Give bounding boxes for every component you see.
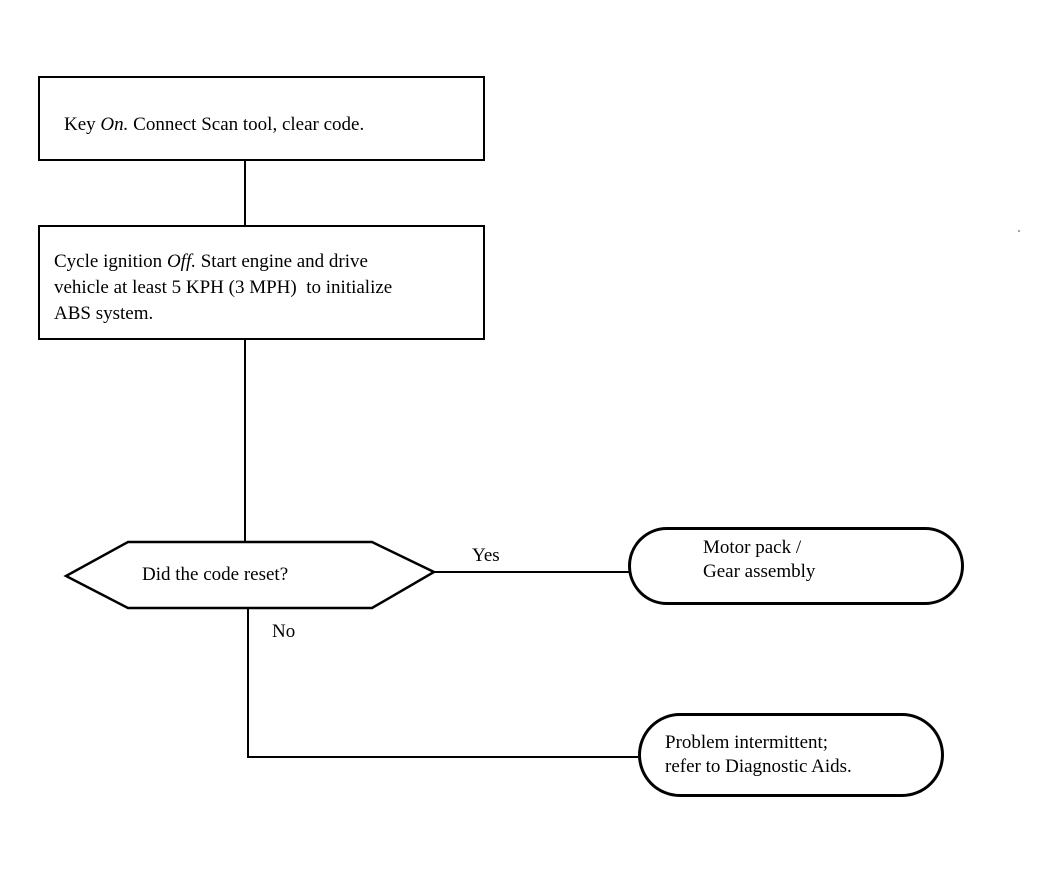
outcome-no-terminator: Problem intermittent; refer to Diagnosti…	[638, 713, 944, 797]
step-2-box: Cycle ignition Off. Start engine and dri…	[38, 225, 485, 340]
outcome-yes-line-1: Motor pack /	[703, 537, 802, 558]
no-branch-label: No	[272, 621, 296, 642]
step-2-line-1: Cycle ignition Off. Start engine and dri…	[54, 249, 392, 275]
step-2-line-3: ABS system.	[54, 303, 154, 324]
outcome-no-line-1: Problem intermittent;	[665, 732, 829, 753]
outcome-no-line-2: refer to Diagnostic Aids.	[665, 756, 852, 777]
step-2-emphasis: Off.	[166, 251, 196, 272]
step-1-text: Key On. Connect Scan tool, clear code.	[64, 112, 364, 138]
outcome-yes-terminator: Motor pack / Gear assembly	[628, 527, 964, 605]
step-2-line-1-prefix: Cycle ignition	[54, 251, 167, 272]
outcome-yes-text: Motor pack / Gear assembly	[703, 536, 815, 584]
connector-no-branch	[247, 608, 638, 758]
decision-question: Did the code reset?	[142, 564, 289, 585]
scan-speck	[1018, 230, 1020, 232]
yes-branch-label: Yes	[472, 545, 500, 566]
step-1-prefix: Key	[64, 114, 101, 135]
decision-diamond	[63, 540, 437, 610]
step-1-suffix: Connect Scan tool, clear code.	[128, 114, 365, 135]
step-1-emphasis: On.	[100, 114, 129, 135]
outcome-no-text: Problem intermittent; refer to Diagnosti…	[665, 731, 852, 779]
outcome-yes-line-2: Gear assembly	[703, 561, 816, 582]
step-2-text: Cycle ignition Off. Start engine and dri…	[54, 249, 392, 327]
step-2-line-2: vehicle at least 5 KPH (3 MPH) to initia…	[54, 277, 393, 298]
step-1-box: Key On. Connect Scan tool, clear code.	[38, 76, 485, 161]
step-2-line-1-suffix: Start engine and drive	[195, 251, 368, 272]
